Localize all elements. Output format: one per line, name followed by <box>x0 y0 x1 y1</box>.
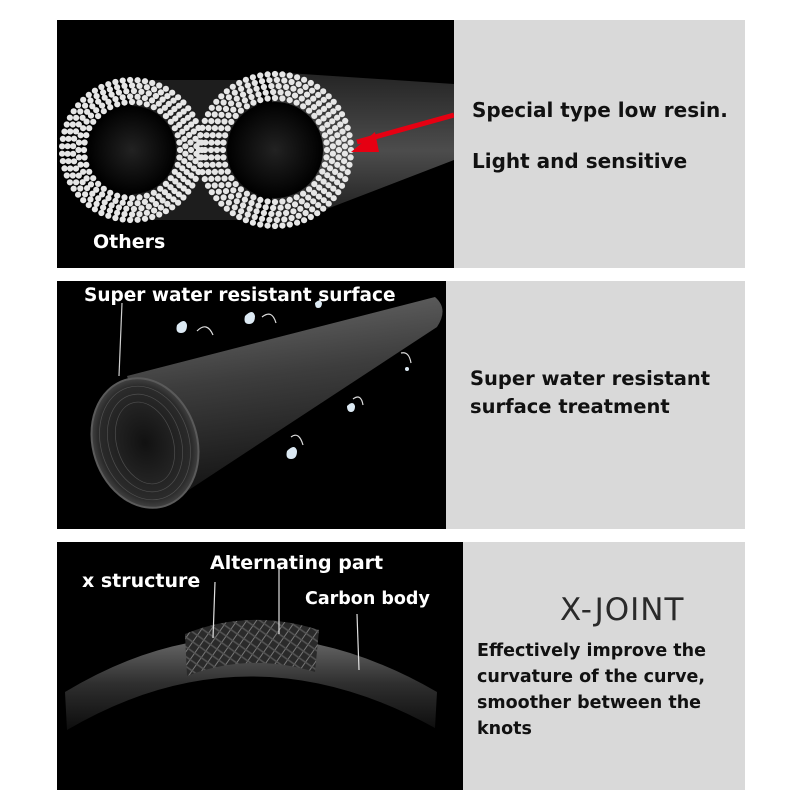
light-text-area <box>463 542 745 790</box>
carbon-tube-cross-section-illustration <box>59 70 454 230</box>
rod-tube-illustration <box>90 297 443 509</box>
alternating-weave-section <box>185 619 319 676</box>
alternating-part-label: Alternating part <box>210 552 384 574</box>
low-resin-tube-hole <box>227 102 323 198</box>
feature-line-water-resistant: Super water resistant <box>470 367 711 390</box>
x-structure-label: x structure <box>82 570 201 592</box>
others-label: Others <box>93 231 166 253</box>
feature-line-surface-treatment: surface treatment <box>470 395 670 418</box>
feature-line-low-resin: Special type low resin. <box>472 98 728 122</box>
low-resin-tube-ring <box>195 70 355 230</box>
dark-illustration-area: x structure Alternating part Carbon body <box>57 542 463 790</box>
feature-line-light-sensitive: Light and sensitive <box>472 149 688 173</box>
rod-open-end <box>90 377 200 509</box>
description-line: curvature of the curve, <box>477 667 705 687</box>
dark-illustration-area: Others <box>57 20 454 268</box>
x-joint-title: X-JOINT <box>560 592 685 628</box>
water-drop-icons <box>176 300 409 459</box>
rod-body <box>127 297 443 503</box>
curved-rod-body <box>65 637 437 730</box>
light-text-area <box>454 20 745 268</box>
feature-panel-x-joint: x structure Alternating part Carbon body… <box>57 542 745 790</box>
red-arrow-icon <box>351 112 454 152</box>
dark-illustration-area: Super water resistant surface <box>57 281 446 529</box>
curved-arrow-icons <box>196 313 412 446</box>
carbon-body-label: Carbon body <box>305 589 430 609</box>
feature-panel-low-resin: Others Special type low resin. Light and… <box>57 20 745 268</box>
others-tube-hole <box>88 106 176 194</box>
description-line: smoother between the <box>477 693 702 713</box>
description-line: knots <box>477 719 532 739</box>
pointer-lines <box>212 566 360 671</box>
surface-label: Super water resistant surface <box>84 285 396 306</box>
surface-pointer-line <box>118 302 123 377</box>
light-text-area <box>446 281 745 529</box>
curved-rod-joint-illustration <box>65 566 437 730</box>
description-line: Effectively improve the <box>477 641 706 661</box>
feature-panel-water-resistant: Super water resistant surface Super wate… <box>57 281 745 529</box>
